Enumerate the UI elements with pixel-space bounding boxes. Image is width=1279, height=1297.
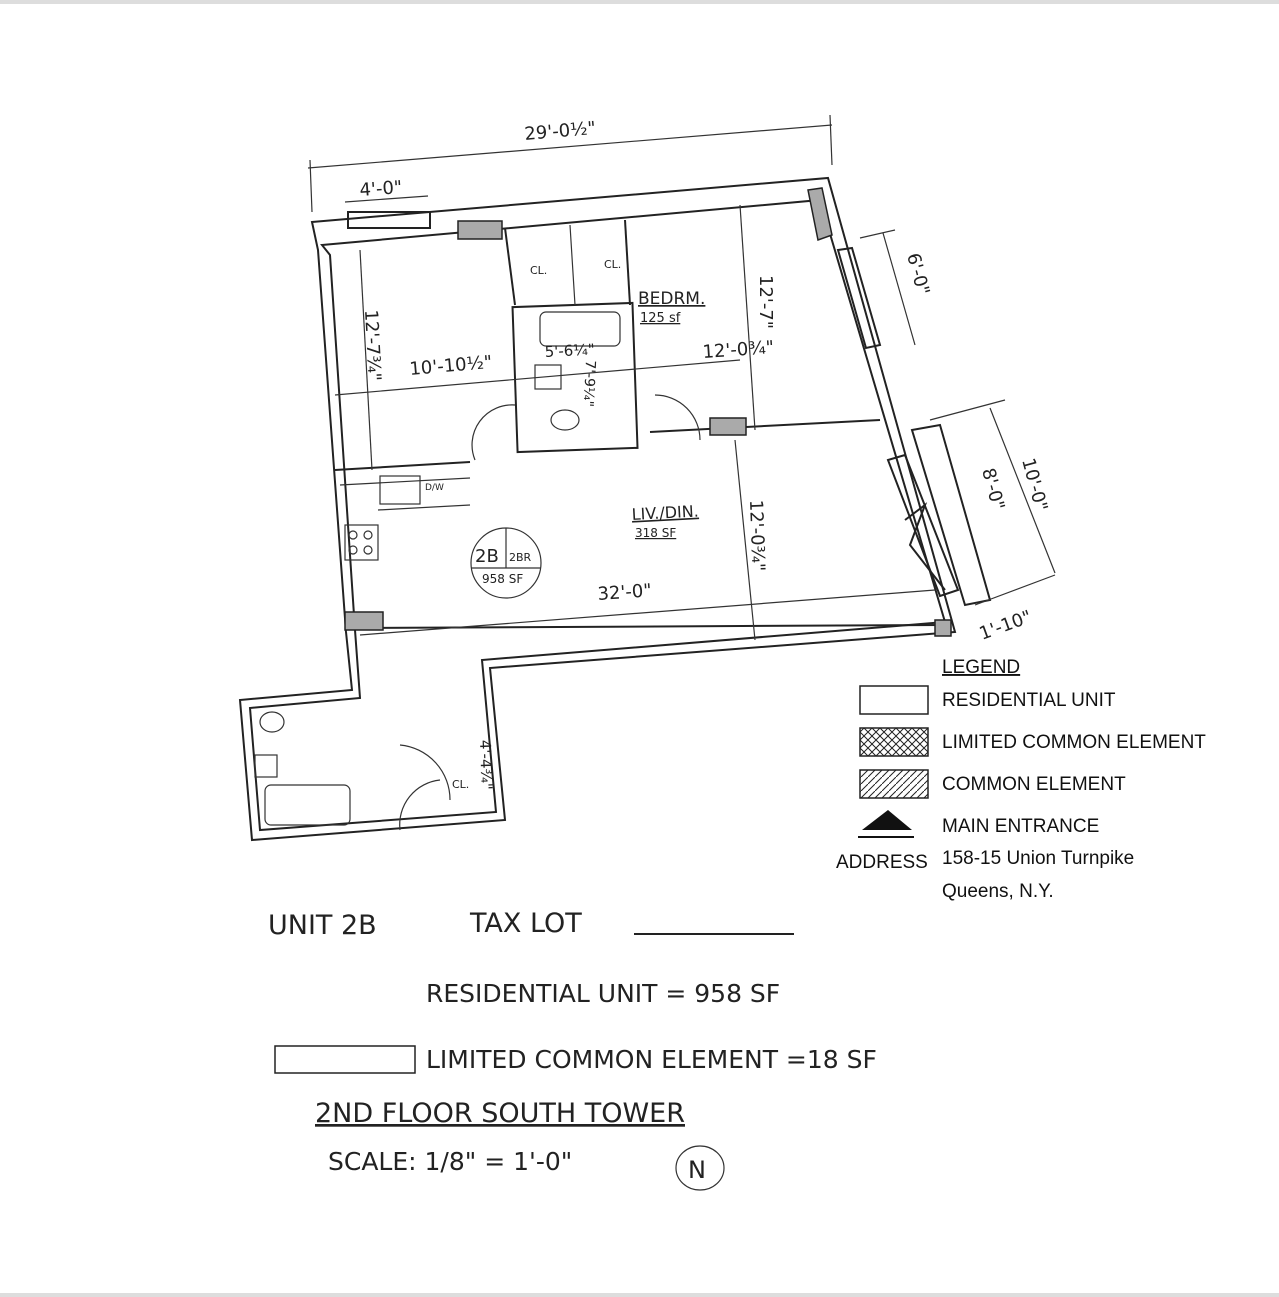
dim-window-width: 4'-0" bbox=[359, 177, 403, 201]
plan-footer: UNIT 2B TAX LOT RESIDENTIAL UNIT = 958 S… bbox=[268, 908, 877, 1191]
residential-unit-area: RESIDENTIAL UNIT = 958 SF bbox=[426, 979, 780, 1008]
dim-left-bedroom-width: 10'-10½" bbox=[409, 352, 493, 380]
dim-living-depth: 12'-0¾" bbox=[745, 499, 768, 571]
dimension-lines bbox=[307, 114, 1056, 636]
legend-label: COMMON ELEMENT bbox=[942, 774, 1126, 795]
floor-title: 2ND FLOOR SOUTH TOWER bbox=[315, 1098, 685, 1129]
legend-swatch-residential bbox=[859, 685, 929, 715]
dim-left-bedroom-depth: 12'-7¾" bbox=[360, 309, 385, 382]
dim-bath-width: 5'-6¼" bbox=[544, 340, 595, 361]
north-label: N bbox=[688, 1156, 706, 1184]
dishwasher-label: D/W bbox=[425, 483, 444, 493]
address-line2: Queens, N.Y. bbox=[942, 881, 1054, 902]
limited-common-swatch bbox=[274, 1045, 416, 1074]
room-area-living: 318 SF bbox=[635, 526, 676, 540]
unit-tag-area: 958 SF bbox=[482, 572, 523, 586]
dim-balcony-outer: 10'-0" bbox=[1017, 456, 1051, 514]
unit-tag-type: 2BR bbox=[509, 551, 532, 564]
dim-living-width: 32'-0" bbox=[597, 580, 652, 605]
closet-label: CL. bbox=[452, 778, 469, 791]
main-entrance-triangle-icon bbox=[862, 810, 912, 830]
unit-tag: 2B 2BR 958 SF bbox=[470, 527, 542, 599]
room-label-bedroom: BEDRM. bbox=[638, 289, 705, 309]
legend-label: RESIDENTIAL UNIT bbox=[942, 690, 1116, 711]
limited-common-area: LIMITED COMMON ELEMENT =18 SF bbox=[426, 1045, 877, 1074]
north-arrow-icon bbox=[675, 1145, 725, 1191]
room-label-living: LIV./DIN. bbox=[631, 502, 699, 524]
closet-label: CL. bbox=[530, 264, 547, 277]
dim-bedroom-depth: 12'-7" bbox=[755, 275, 776, 329]
legend-label: LIMITED COMMON ELEMENT bbox=[942, 732, 1206, 753]
legend-swatch-limited-common bbox=[859, 727, 929, 757]
legend-swatch-common bbox=[859, 769, 929, 799]
legend-title: LEGEND bbox=[942, 657, 1020, 678]
dim-balcony-depth: 1'-10" bbox=[977, 606, 1035, 644]
legend: LEGEND RESIDENTIAL UNIT LIMITED COMMON E… bbox=[836, 657, 1206, 902]
address-label: ADDRESS bbox=[836, 852, 928, 873]
unit-tag-number: 2B bbox=[475, 546, 499, 567]
closet-label: CL. bbox=[604, 258, 621, 271]
dim-bedroom-width: 12'-0¾" bbox=[702, 337, 775, 363]
legend-label: MAIN ENTRANCE bbox=[942, 816, 1099, 837]
dim-balcony-small: 6'-0" bbox=[902, 251, 933, 298]
tax-lot-label: TAX LOT bbox=[469, 908, 582, 939]
unit-walls bbox=[238, 176, 992, 842]
scale-label: SCALE: 1/8" = 1'-0" bbox=[328, 1147, 572, 1176]
dim-balcony-inner: 8'-0" bbox=[977, 466, 1008, 513]
room-area-bedroom: 125 sf bbox=[640, 311, 681, 326]
dim-foyer-closet: 4'-4¾" bbox=[476, 740, 496, 791]
address-line1: 158-15 Union Turnpike bbox=[942, 848, 1134, 869]
dim-overall-width: 29'-0½" bbox=[524, 118, 597, 145]
unit-number: UNIT 2B bbox=[268, 910, 377, 941]
dim-bath-depth: 7'-9¼" bbox=[580, 360, 598, 408]
